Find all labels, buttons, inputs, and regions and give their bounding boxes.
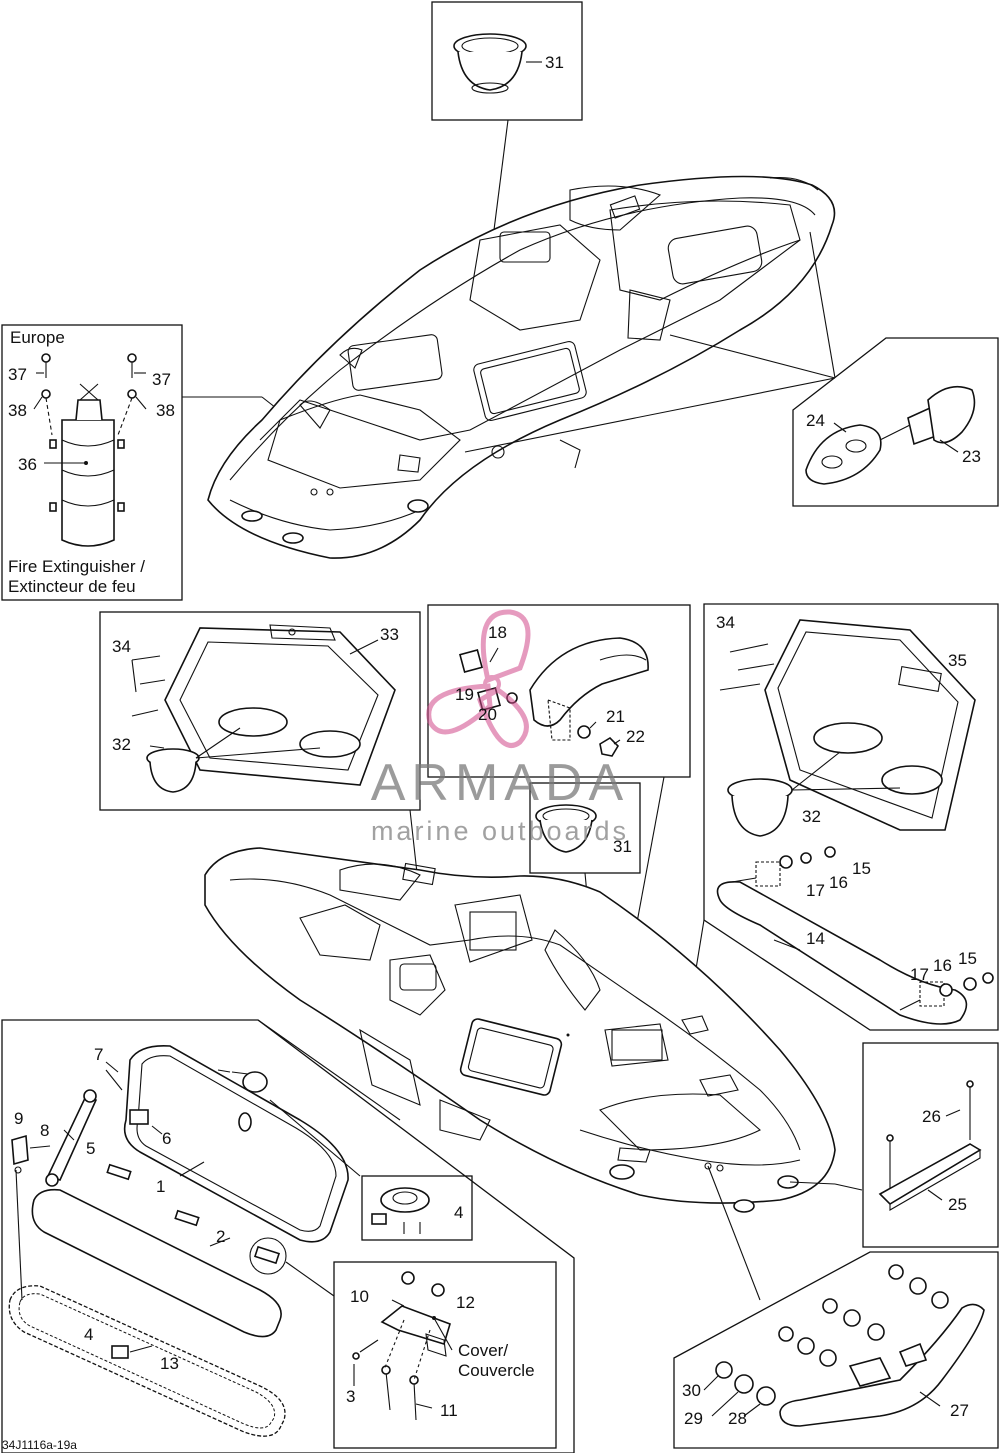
callout-15-b: 15 (958, 949, 977, 968)
callout-16-b: 16 (933, 956, 952, 975)
callout-29: 29 (684, 1409, 703, 1428)
callout-1: 1 (156, 1177, 165, 1196)
label-fire-extinguisher-1: Fire Extinguisher / (8, 557, 145, 576)
upper-deck-hull (207, 175, 836, 559)
callout-33: 33 (380, 625, 399, 644)
label-cover-1: Cover/ (458, 1341, 508, 1360)
label-cover-2: Couvercle (458, 1361, 535, 1380)
callout-25: 25 (948, 1195, 967, 1214)
inset-hinge (333, 1261, 557, 1449)
callout-5: 5 (86, 1139, 95, 1158)
callout-24: 24 (806, 411, 825, 430)
callout-17-b: 17 (910, 965, 929, 984)
callout-38-right: 38 (156, 401, 175, 420)
inset-drain-plug (792, 337, 999, 507)
callout-37-right: 37 (152, 370, 171, 389)
inset-storage-bin-right (685, 603, 999, 1031)
inset-cup-holder-top (431, 1, 583, 231)
callout-28: 28 (728, 1409, 747, 1428)
callout-27: 27 (950, 1401, 969, 1420)
callout-32-right: 32 (802, 807, 821, 826)
callout-7: 7 (94, 1045, 103, 1064)
watermark: ARMADA marine outboards (371, 609, 629, 846)
callout-14: 14 (806, 929, 825, 948)
callout-8: 8 (40, 1121, 49, 1140)
callout-26: 26 (922, 1107, 941, 1126)
inset-step-bracket (862, 1042, 999, 1248)
callout-32-left: 32 (112, 735, 131, 754)
screw-right (117, 353, 137, 436)
callout-31-top: 31 (545, 53, 564, 72)
watermark-brand: ARMADA (371, 754, 629, 812)
callout-37-left: 37 (8, 365, 27, 384)
inset-hatch-assembly (1, 1019, 575, 1453)
callout-34-right: 34 (716, 613, 735, 632)
lower-hull-body (204, 847, 863, 1301)
callout-13: 13 (160, 1354, 179, 1373)
callout-34-left: 34 (112, 637, 131, 656)
callout-11: 11 (440, 1401, 458, 1420)
inset-storage-bin-left (99, 611, 421, 901)
callout-20: 20 (478, 705, 497, 724)
callout-17-a: 17 (806, 881, 825, 900)
watermark-propeller-logo (426, 609, 531, 748)
callout-4-b: 4 (84, 1325, 93, 1344)
label-europe: Europe (10, 328, 65, 347)
callout-6: 6 (162, 1129, 171, 1148)
callout-2: 2 (216, 1227, 225, 1246)
callout-35: 35 (948, 651, 967, 670)
callout-21: 21 (606, 707, 625, 726)
watermark-tagline: marine outboards (371, 816, 629, 846)
callout-18: 18 (488, 623, 507, 642)
label-fire-extinguisher-2: Extincteur de feu (8, 577, 136, 596)
callout-3: 3 (346, 1387, 355, 1406)
callout-30: 30 (682, 1381, 701, 1400)
callout-38-left: 38 (8, 401, 27, 420)
callout-31-mid: 31 (613, 837, 632, 856)
reference-code: 34J1116a-19a (2, 1438, 77, 1452)
callout-22: 22 (626, 727, 645, 746)
callout-15-a: 15 (852, 859, 871, 878)
inset-rear-bumper (673, 1251, 999, 1449)
callout-16-a: 16 (829, 873, 848, 892)
callout-23: 23 (962, 447, 981, 466)
inset-latch (361, 1175, 473, 1241)
callout-9: 9 (14, 1109, 23, 1128)
callout-10: 10 (350, 1287, 369, 1306)
callout-4-a: 4 (454, 1203, 463, 1222)
callout-19: 19 (455, 685, 474, 704)
callout-12: 12 (456, 1293, 475, 1312)
callout-36: 36 (18, 455, 37, 474)
inset-fire-extinguisher (1, 324, 346, 601)
screw-left (41, 353, 53, 436)
